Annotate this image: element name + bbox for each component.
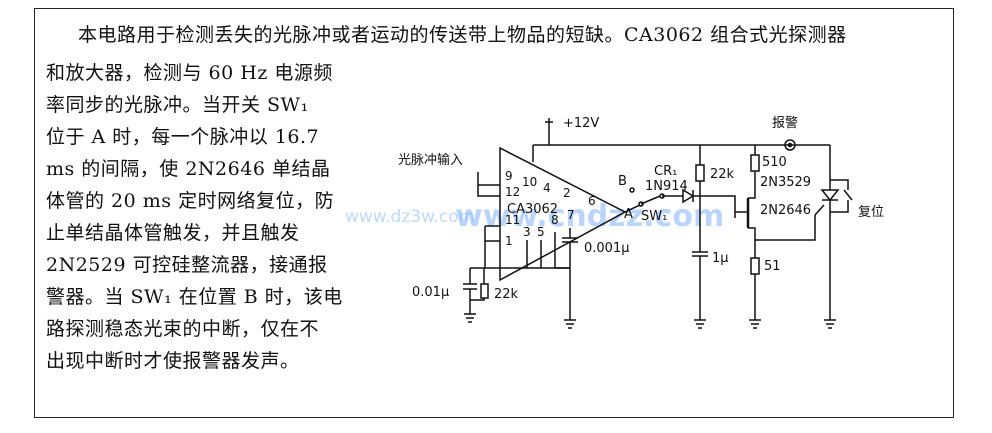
scr-gate	[814, 204, 825, 216]
ground-1	[564, 319, 576, 329]
switch-a-label: A	[624, 207, 633, 222]
pin-9: 9	[505, 169, 513, 183]
pin-6: 6	[588, 194, 596, 208]
cap2-label: 0.01μ	[412, 285, 449, 300]
text-line-9: 警器。当 SW₁ 在位置 B 时，该电	[46, 286, 343, 308]
pin-3: 3	[523, 225, 531, 239]
pin-5: 5	[537, 225, 545, 239]
alarm-center	[787, 142, 793, 148]
r510-lead	[748, 171, 756, 199]
text-line-10: 路探测稳态光束的中断，仅在不	[46, 318, 320, 340]
left-pins	[485, 225, 500, 242]
r-in-symbol	[480, 283, 489, 299]
switch-b-contact	[629, 187, 635, 193]
r-timing-label: 22k	[710, 167, 735, 182]
reset-label: 复位	[858, 205, 884, 220]
pin-7: 7	[567, 208, 575, 222]
alarm-symbol	[784, 139, 796, 151]
text-line-5: ms 的间隔，使 2N2646 单结晶	[46, 158, 331, 180]
text-line-4: 位于 A 时，每一个脉冲以 16.7	[46, 126, 320, 148]
ground-4	[749, 319, 761, 329]
ujt-emitter	[734, 205, 748, 218]
switch-b-label: B	[618, 174, 627, 189]
input-lead	[477, 172, 500, 186]
ujt-label: 2N2646	[760, 203, 811, 218]
alarm-label: 报警	[772, 115, 798, 131]
diode-ref: CR₁	[654, 164, 677, 179]
diode-label: 1N914	[645, 179, 688, 194]
text-line-1: 本电路用于检测丢失的光脉冲或者运动的传送带上物品的短缺。CA3062 组合式光探…	[78, 24, 847, 46]
ground-2	[464, 313, 476, 323]
watermark-sub: www.dz3w.com	[345, 207, 475, 227]
r-in-label: 22k	[494, 287, 519, 302]
rc-leads	[469, 268, 485, 314]
cap-timing-symbol	[692, 181, 708, 320]
r-top-symbol	[750, 154, 760, 172]
cap-timing-label: 1μ	[712, 251, 729, 266]
pin-8: 8	[551, 213, 559, 227]
pin-4: 4	[543, 181, 551, 195]
ic-label: CA3062	[507, 202, 558, 217]
text-line-11: 出现中断时才使报警器发声。	[46, 350, 300, 372]
pin-11: 11	[505, 213, 520, 227]
text-line-7: 止单结晶体管触发，并且触发	[46, 222, 300, 244]
reset-loop	[830, 179, 849, 213]
out-lead	[624, 204, 641, 213]
scr-symbol	[820, 189, 840, 202]
cap1-label: 0.001μ	[584, 241, 630, 256]
gate-bus	[755, 215, 816, 241]
switch-pivot	[638, 201, 644, 207]
switch-arm	[640, 195, 661, 205]
cap1-symbol	[562, 228, 578, 320]
text-line-3: 率同步的光脉冲。当开关 SW₁	[46, 94, 309, 116]
switch-label: SW₁	[641, 209, 667, 224]
pin-10: 10	[522, 175, 537, 189]
diode-out	[693, 195, 736, 205]
reset-switch	[843, 189, 853, 201]
cap2-symbol	[463, 268, 477, 300]
pin-1: 1	[505, 234, 513, 248]
r-bottom-symbol	[750, 257, 760, 275]
supply-plus	[545, 118, 553, 126]
text-line-2: 和放大器，检测与 60 Hz 电源频	[46, 62, 333, 84]
supply-label: +12V	[563, 116, 599, 131]
pin-2: 2	[563, 186, 571, 200]
ic-triangle	[499, 146, 627, 282]
r51-top	[748, 227, 756, 258]
text-line-8: 2N2529 可控硅整流器，接通报	[46, 254, 328, 276]
input-label: 光脉冲输入	[398, 152, 463, 168]
r-timing-symbol	[695, 164, 705, 182]
pin-12: 12	[505, 185, 520, 199]
document-frame	[34, 8, 954, 418]
r-bottom-label: 51	[764, 259, 781, 274]
ground-3	[694, 319, 706, 329]
input-lead-2	[477, 185, 500, 197]
r-top-label: 510	[762, 155, 787, 170]
text-line-6: 体管的 20 ms 定时网络复位，防	[46, 190, 335, 212]
ground-5	[824, 319, 836, 329]
scr-label: 2N3529	[760, 175, 811, 190]
